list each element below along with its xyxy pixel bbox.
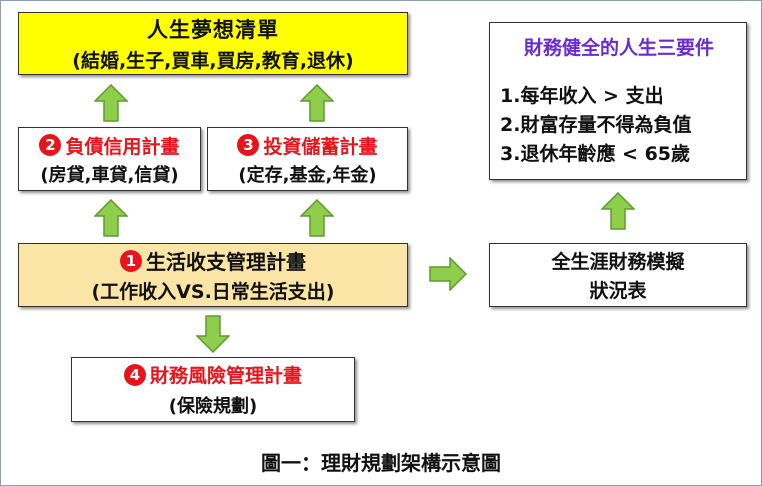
- debt-credit-plan-title-row: 2 負債信用計畫: [39, 132, 180, 159]
- three-elements-box: 財務健全的人生三要件 1.每年收入 > 支出 2.財富存量不得為負值 3.退休年…: [489, 22, 747, 180]
- dream-list-title: 人生夢想清單: [147, 18, 279, 42]
- arrow-right-icon: [429, 257, 467, 291]
- arrow-up-icon: [94, 199, 128, 237]
- arrow-up-icon: [94, 84, 128, 122]
- life-budget-plan-title: 生活收支管理計畫: [146, 250, 306, 274]
- step-4-badge: 4: [123, 363, 146, 386]
- three-elements-item-3: 3.退休年齡應 < 65歲: [500, 143, 691, 165]
- step-1-badge: 1: [120, 249, 142, 272]
- three-elements-item-1: 1.每年收入 > 支出: [500, 85, 664, 107]
- risk-management-plan-title-row: 4 財務風險管理計畫: [123, 361, 302, 388]
- figure-caption: 圖一：理財規劃架構示意圖: [261, 451, 501, 475]
- arrow-down-icon: [196, 315, 230, 353]
- arrow-up-icon: [300, 199, 334, 237]
- three-elements-title: 財務健全的人生三要件: [523, 37, 714, 59]
- step-2-badge: 2: [39, 134, 62, 156]
- lifetime-simulation-box: 全生涯財務模擬 狀況表: [489, 243, 747, 307]
- debt-credit-plan-title: 負債信用計畫: [65, 135, 180, 158]
- three-elements-item-2: 2.財富存量不得為負值: [500, 114, 692, 136]
- investment-savings-plan-title-row: 3 投資儲蓄計畫: [237, 132, 378, 159]
- risk-management-plan-subtitle: (保險規劃): [168, 396, 258, 417]
- risk-management-plan-box: 4 財務風險管理計畫 (保險規劃): [71, 357, 355, 422]
- life-budget-plan-title-row: 1 生活收支管理計畫: [120, 246, 306, 275]
- risk-management-plan-title: 財務風險管理計畫: [149, 365, 302, 387]
- dream-list-box: 人生夢想清單 (結婚,生子,買車,買房,教育,退休): [18, 12, 408, 75]
- step-3-badge: 3: [237, 134, 260, 156]
- debt-credit-plan-box: 2 負債信用計畫 (房貸,車貸,信貸): [18, 127, 201, 191]
- investment-savings-plan-subtitle: (定存,基金,年金): [238, 164, 377, 186]
- investment-savings-plan-title: 投資儲蓄計畫: [263, 135, 378, 158]
- lifetime-simulation-line2: 狀況表: [589, 280, 647, 302]
- arrow-up-icon: [601, 192, 635, 230]
- arrow-up-icon: [300, 84, 334, 122]
- three-elements-list: 1.每年收入 > 支出 2.財富存量不得為負值 3.退休年齡應 < 65歲: [500, 82, 691, 169]
- dream-list-subtitle: (結婚,生子,買車,買房,教育,退休): [72, 50, 354, 72]
- lifetime-simulation-line1: 全生涯財務模擬: [551, 251, 685, 273]
- life-budget-plan-box: 1 生活收支管理計畫 (工作收入VS.日常生活支出): [18, 243, 408, 307]
- debt-credit-plan-subtitle: (房貸,車貸,信貸): [40, 164, 179, 186]
- life-budget-plan-subtitle: (工作收入VS.日常生活支出): [91, 281, 335, 303]
- investment-savings-plan-box: 3 投資儲蓄計畫 (定存,基金,年金): [207, 127, 408, 191]
